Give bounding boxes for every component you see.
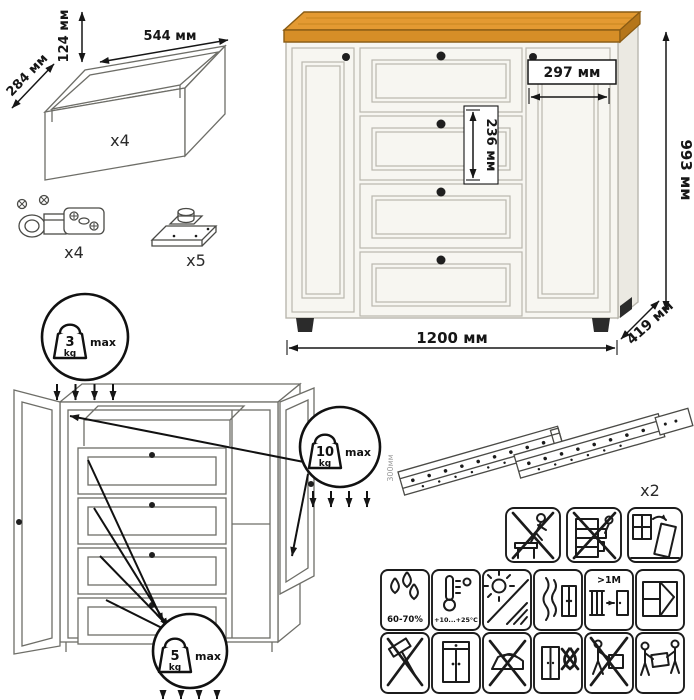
heat-distance-icon: >1M [589, 575, 629, 616]
no-iron-icon [488, 639, 527, 687]
dim-cabinet-width: 1200 мм [416, 329, 488, 347]
drawer-box-count: x4 [110, 131, 130, 150]
no-wet-cabinet-icon [541, 646, 580, 680]
tip-over-anchor-icon [630, 514, 680, 559]
load-limit-drawer: 5 kg max [151, 612, 229, 700]
load-top-max: max [90, 336, 116, 349]
foot-diagram: x5 [150, 207, 218, 270]
cabinet-illustration [282, 10, 642, 332]
load-drawer-unit: kg [169, 663, 181, 673]
dim-cabinet-height: 993 мм [677, 139, 694, 200]
humidity-icon: 60-70% [387, 571, 423, 625]
load-doors-unit: kg [319, 459, 331, 469]
temperature-icon: +10...+25°С [434, 575, 478, 624]
open-right-door [279, 387, 315, 596]
load-top-unit: kg [64, 349, 76, 359]
window-ventilation-icon [642, 581, 678, 617]
slides-diagram: 300мм x2 [386, 407, 694, 500]
no-standing-icon [511, 511, 555, 560]
load-top-value: 3 [65, 335, 74, 350]
load-doors-max: max [345, 446, 371, 459]
curtain-shade-icon [542, 577, 577, 621]
hinge-count: x4 [64, 243, 84, 262]
left-door-knob [342, 53, 350, 61]
slides-count: x2 [640, 481, 660, 500]
no-climbing-drawers-icon [572, 511, 617, 560]
drawer-load-pointers [87, 459, 179, 637]
dim-drawer-height: 124 мм [57, 10, 72, 63]
load-limit-doors: 10 kg max [298, 405, 382, 508]
foot-count: x5 [186, 251, 206, 270]
hinge-diagram: x4 [16, 194, 105, 262]
cabinet-right-door [525, 47, 611, 313]
cabinet-drawers [359, 47, 523, 317]
drawer-box-diagram [43, 44, 227, 181]
cabinet-left-door [291, 47, 355, 313]
two-person-carry-icon [640, 639, 680, 676]
load-drawer-max: max [195, 650, 221, 663]
dim-door-width: 297 мм [544, 65, 601, 81]
dim-drawer-width: 544 мм [144, 29, 197, 44]
dim-drawer-front-height: 236 мм [483, 119, 498, 172]
cabinet-doors-icon [442, 641, 470, 683]
load-doors-value: 10 [316, 445, 334, 460]
no-direct-sun-icon [483, 570, 529, 625]
temperature-label: +10...+25°С [434, 616, 478, 624]
right-door-knob [529, 53, 537, 61]
care-pictograms: 60-70% +10...+25°С >1M [380, 507, 685, 694]
no-hammer-icon [386, 637, 424, 687]
open-left-door [13, 389, 61, 655]
door-load-pointers [69, 414, 309, 557]
slide-length-label: 300мм [386, 454, 395, 481]
heat-distance-label: >1M [597, 575, 621, 586]
load-limit-top: 3 kg max [40, 292, 130, 401]
open-cabinet-diagram [13, 382, 315, 655]
no-single-carry-icon [589, 636, 629, 687]
humidity-label: 60-70% [387, 615, 423, 625]
load-drawer-value: 5 [170, 649, 179, 664]
